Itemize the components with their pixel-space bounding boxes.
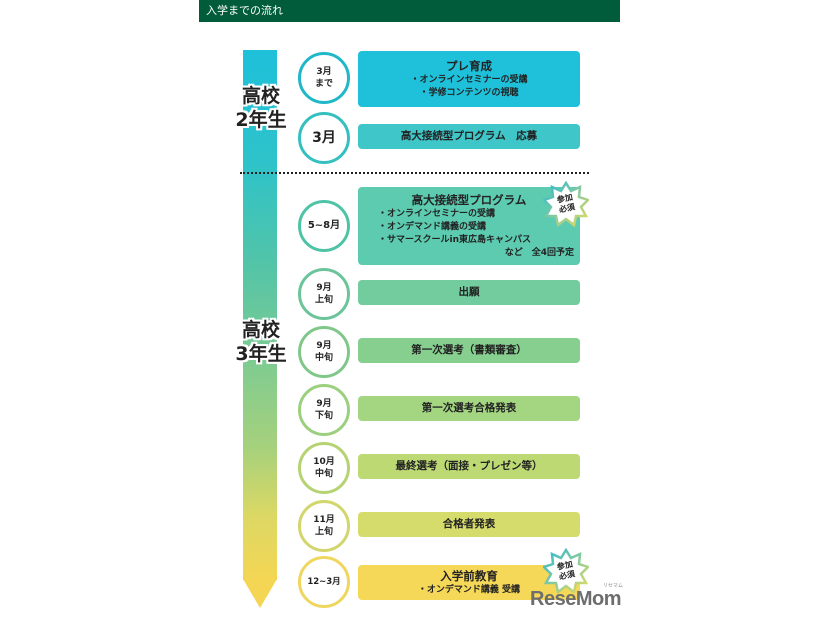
step-box-program-application: 高大接続型プログラム 応募 [358, 124, 580, 149]
watermark-kana: リセマム [603, 583, 624, 589]
date-text: 中旬 [314, 353, 333, 363]
step-box-first-results: 第一次選考合格発表 [358, 396, 580, 421]
date-text: まで [314, 79, 333, 89]
date-text: 9月 [316, 341, 332, 351]
grade-label-line: 2年生 [235, 109, 287, 131]
date-text: 上旬 [314, 295, 333, 305]
date-text: 下旬 [314, 411, 333, 421]
step-title: 最終選考（面接・プレゼン等） [395, 460, 543, 472]
date-text: 中旬 [314, 469, 333, 479]
step-title: 高大接続型プログラム 応募 [400, 130, 538, 142]
date-circle: 9月 下旬 [298, 384, 350, 436]
grade-label-line: 高校 [241, 319, 280, 341]
watermark-logo: ReseMom [530, 588, 621, 610]
date-circle: 9月 中旬 [298, 326, 350, 378]
required-badge: 参加必須 [543, 181, 589, 227]
section-header: 入学までの流れ [199, 0, 620, 22]
timeline-arrow-bar [243, 50, 277, 580]
step-item: ・学修コンテンツの視聴 [419, 87, 519, 98]
step-title: 第一次選考合格発表 [421, 402, 517, 414]
step-item: ・オンラインセミナーの受講 [378, 208, 496, 219]
date-text: 9月 [316, 399, 332, 409]
header-title: 入学までの流れ [206, 4, 283, 17]
step-title: プレ育成 [446, 58, 492, 73]
step-box-pre-training: プレ育成 ・オンラインセミナーの受講 ・学修コンテンツの視聴 [358, 51, 580, 107]
badge-text: 必須 [558, 569, 576, 582]
starburst-icon [543, 181, 589, 227]
step-item: ・オンデマンド講義 受講 [417, 584, 521, 595]
step-box-acceptance: 合格者発表 [358, 512, 580, 537]
step-box-first-screening: 第一次選考（書類審査） [358, 338, 580, 363]
date-circle: 11月 上旬 [298, 500, 350, 552]
date-text: 5~8月 [307, 220, 341, 231]
date-text: 9月 [316, 283, 332, 293]
date-text: 11月 [313, 515, 335, 525]
date-text: 上旬 [314, 527, 333, 537]
date-circle: 5~8月 [298, 200, 350, 252]
step-box-pre-enrollment: 入学前教育 ・オンデマンド講義 受講 [358, 565, 580, 600]
step-title: 出願 [458, 286, 480, 298]
step-title: 高大接続型プログラム [411, 192, 527, 207]
date-circle: 3月 [298, 112, 350, 164]
required-badge: 参加必須 [543, 548, 589, 594]
grade-label-2nd-year: 高校 2年生 [226, 84, 296, 132]
date-text: 10月 [313, 457, 335, 467]
starburst-icon [543, 548, 589, 594]
grade-divider-dotted-line [240, 172, 589, 174]
badge-text: 必須 [558, 202, 576, 215]
date-circle: 12~3月 [298, 556, 350, 608]
date-circle: 10月 中旬 [298, 442, 350, 494]
step-item: ・サマースクールin東広島キャンパス [378, 234, 532, 245]
date-text: 12~3月 [307, 577, 341, 587]
step-footnote: など 全4回予定 [504, 247, 574, 258]
step-title: 入学前教育 [440, 568, 498, 583]
grade-label-3rd-year: 高校 3年生 [226, 318, 296, 366]
date-circle: 9月 上旬 [298, 268, 350, 320]
step-box-final-screening: 最終選考（面接・プレゼン等） [358, 454, 580, 479]
step-title: 第一次選考（書類審査） [411, 344, 527, 356]
step-item: ・オンデマンド講義の受講 [378, 221, 487, 232]
grade-label-line: 3年生 [235, 343, 287, 365]
date-text: 3月 [316, 67, 332, 77]
step-title: 合格者発表 [442, 518, 496, 530]
step-box-application: 出願 [358, 280, 580, 305]
timeline-arrow-tip-icon [243, 579, 277, 608]
date-text: 3月 [312, 130, 336, 146]
date-circle: 3月 まで [298, 52, 350, 104]
grade-label-line: 高校 [241, 85, 280, 107]
step-item: ・オンラインセミナーの受講 [410, 74, 528, 85]
